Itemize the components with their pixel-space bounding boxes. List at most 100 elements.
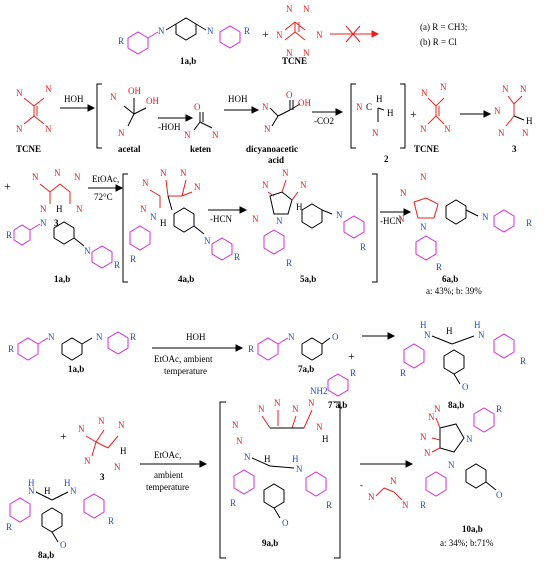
n-atom: N bbox=[296, 464, 303, 474]
r-substituent-label: R bbox=[8, 344, 14, 354]
bond bbox=[193, 225, 205, 235]
bond bbox=[427, 115, 437, 125]
bracket-right bbox=[334, 401, 341, 559]
reagent-label: ambient bbox=[154, 470, 183, 480]
n-atom: N bbox=[74, 172, 81, 182]
bond bbox=[133, 107, 147, 115]
bond bbox=[281, 179, 287, 193]
o-atom: O bbox=[462, 382, 469, 392]
n-atom: N bbox=[45, 84, 52, 94]
n-atom: N bbox=[276, 30, 283, 40]
n-atom: N bbox=[114, 462, 121, 472]
benzene-ring bbox=[233, 469, 255, 495]
n-atom: N bbox=[502, 84, 509, 94]
r-substituent-label: R bbox=[130, 254, 136, 264]
yield-text: a: 34%; b:71% bbox=[440, 538, 494, 548]
compound-label: 5a,b bbox=[300, 274, 316, 284]
yield-text: a: 43%; b: 39% bbox=[426, 286, 482, 296]
r-substituent-label: R bbox=[400, 368, 406, 378]
r-substituent-label: R bbox=[520, 356, 526, 366]
bond bbox=[269, 465, 295, 469]
arrow-head bbox=[199, 460, 208, 468]
bond bbox=[195, 23, 207, 31]
bond bbox=[431, 437, 441, 441]
bond bbox=[431, 447, 441, 453]
benzene-ring bbox=[473, 407, 495, 433]
bond bbox=[375, 487, 385, 497]
bond bbox=[181, 191, 193, 197]
n-atom: N bbox=[286, 4, 293, 14]
n-atom: N bbox=[258, 404, 265, 414]
o-atom: O bbox=[60, 540, 67, 550]
h-atom: H bbox=[376, 94, 383, 104]
n-atom: N bbox=[424, 448, 431, 458]
n-atom: N bbox=[292, 404, 299, 414]
o-atom: O bbox=[282, 518, 289, 528]
nh2-group: NH2 bbox=[310, 386, 328, 396]
reagent-label: EtOAc, bbox=[154, 450, 181, 460]
plus-sign: + bbox=[4, 179, 11, 193]
plus-sign: + bbox=[262, 27, 269, 41]
compound-label: 3 bbox=[100, 472, 105, 482]
compound-label: 6a,b bbox=[442, 274, 458, 284]
benzene-ring bbox=[17, 337, 39, 361]
n-atom: N bbox=[54, 168, 61, 178]
h-atom: H bbox=[120, 446, 127, 456]
o-atom: O bbox=[332, 332, 339, 342]
compound-1ab-row1: R N N R 1a,b + N N N N N N TCNE (a) R = … bbox=[118, 4, 467, 66]
bond bbox=[321, 337, 331, 345]
n-atom: N bbox=[262, 102, 269, 112]
n-atom: N bbox=[16, 88, 23, 98]
h-atom: H bbox=[264, 454, 271, 464]
n-atom: N bbox=[48, 332, 55, 342]
cross-mark bbox=[345, 25, 361, 43]
benzene-ring bbox=[83, 493, 105, 519]
benzene-ring bbox=[305, 471, 327, 497]
n-atom: N bbox=[40, 218, 47, 228]
pyrrolidine-ring bbox=[439, 423, 465, 453]
bond bbox=[73, 237, 85, 247]
bond bbox=[291, 415, 297, 429]
n-atom: N bbox=[316, 30, 323, 40]
n-atom: N bbox=[236, 436, 243, 446]
reagent-label: HOH bbox=[186, 332, 206, 342]
benzene-ring bbox=[91, 245, 113, 269]
h-atom: H bbox=[322, 434, 329, 444]
compound-label: acid bbox=[268, 155, 284, 165]
o-atom: O bbox=[286, 90, 293, 100]
h-atom: H bbox=[56, 204, 63, 214]
bond bbox=[181, 179, 187, 197]
n-atom: N bbox=[184, 130, 191, 140]
n-atom: N bbox=[308, 398, 315, 408]
n-atom: N bbox=[262, 180, 269, 190]
bond bbox=[127, 113, 135, 127]
bond bbox=[261, 415, 271, 429]
r-substituent-label: R bbox=[234, 252, 240, 262]
n-atom: N bbox=[448, 460, 455, 470]
n-atom: N bbox=[207, 26, 214, 36]
o-atom: O bbox=[496, 490, 503, 500]
n-atom: N bbox=[300, 180, 307, 190]
n-atom: N bbox=[274, 398, 281, 408]
bond bbox=[95, 441, 109, 449]
bond bbox=[277, 109, 291, 117]
compound-label: 2 bbox=[384, 154, 389, 164]
n-atom: N bbox=[368, 492, 375, 502]
bond bbox=[165, 179, 169, 197]
n-atom: N bbox=[204, 236, 211, 246]
plus-sign: + bbox=[60, 429, 67, 443]
n-atom: N bbox=[40, 204, 47, 214]
r-substituent-label: R bbox=[6, 230, 12, 240]
benzene-ring bbox=[415, 235, 437, 261]
bond bbox=[23, 97, 35, 107]
bond bbox=[453, 373, 461, 385]
n-atom: N bbox=[398, 214, 405, 224]
h-atom: H bbox=[296, 202, 303, 212]
n-atom: N bbox=[140, 204, 147, 214]
bond bbox=[505, 115, 515, 127]
plus-sign: + bbox=[348, 349, 355, 363]
n-atom: N bbox=[28, 486, 35, 496]
benzene-ring bbox=[107, 331, 129, 355]
h-atom: H bbox=[446, 326, 453, 336]
bond bbox=[267, 191, 275, 197]
